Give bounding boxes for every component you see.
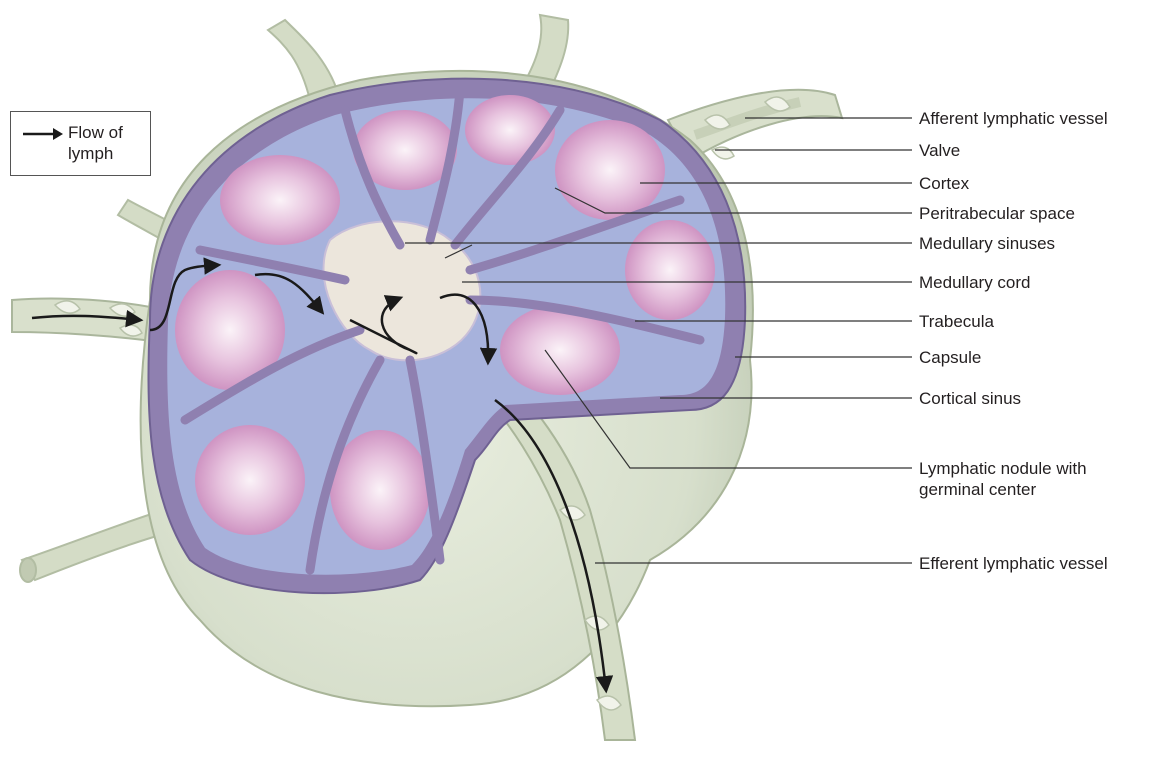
label-lymphatic-nodule-line2: germinal center: [919, 479, 1036, 500]
label-peritrabecular-space: Peritrabecular space: [919, 203, 1075, 224]
label-capsule: Capsule: [919, 347, 981, 368]
left-lower-vessel-opening: [20, 558, 36, 582]
afferent-vessel-left: [12, 298, 165, 342]
label-medullary-cord: Medullary cord: [919, 272, 1031, 293]
label-afferent-lymphatic-vessel: Afferent lymphatic vessel: [919, 108, 1108, 129]
flow-legend: Flow of lymph: [10, 111, 151, 176]
flow-arrow-icon: [21, 126, 65, 142]
label-medullary-sinuses: Medullary sinuses: [919, 233, 1055, 254]
label-valve: Valve: [919, 140, 960, 161]
label-trabecula: Trabecula: [919, 311, 994, 332]
label-efferent-lymphatic-vessel: Efferent lymphatic vessel: [919, 553, 1108, 574]
label-cortex: Cortex: [919, 173, 969, 194]
label-cortical-sinus: Cortical sinus: [919, 388, 1021, 409]
legend-label: Flow of lymph: [68, 122, 123, 164]
label-lymphatic-nodule-line1: Lymphatic nodule with: [919, 458, 1087, 479]
